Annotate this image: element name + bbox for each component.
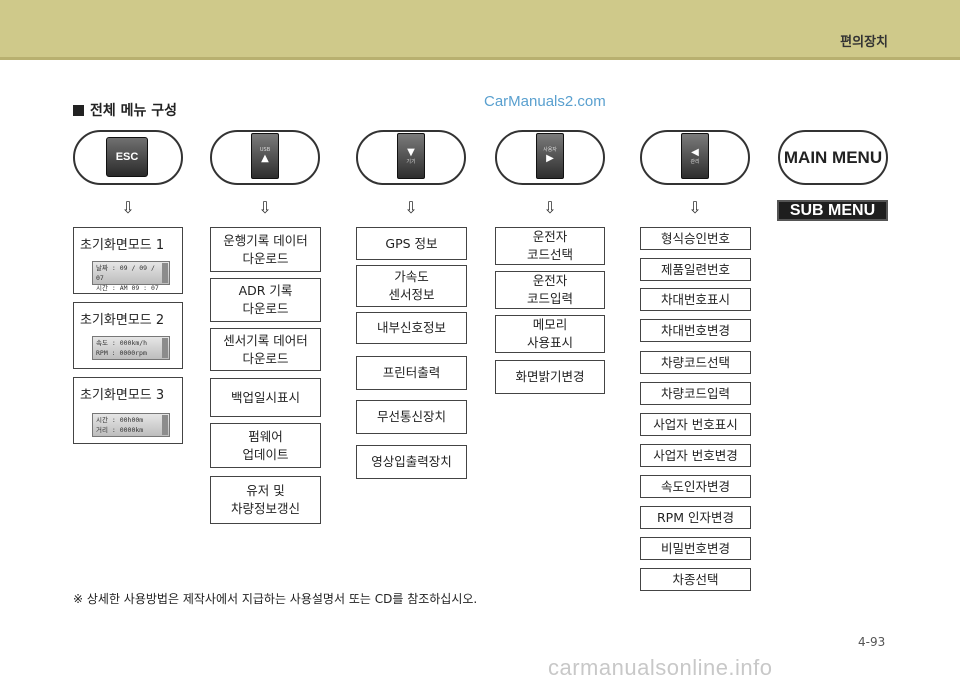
menu-item-printer-output[interactable]: 프린터출력 xyxy=(356,356,467,390)
mode-label: 초기화면모드 2 xyxy=(80,313,165,328)
menu-item-gps-info[interactable]: GPS 정보 xyxy=(356,227,467,260)
main-menu-button[interactable]: MAIN MENU xyxy=(778,130,888,185)
lcd-display: 속도 : 000km/h RPM : 0000rpm xyxy=(92,336,170,360)
esc-button[interactable]: ESC xyxy=(106,137,148,177)
down-flow-arrow-icon: ⇩ xyxy=(258,198,272,217)
left-arrow-icon: ◀ xyxy=(691,147,699,158)
sub-menu-button[interactable]: SUB MENU xyxy=(777,200,888,221)
section-title-text: 전체 메뉴 구성 xyxy=(90,103,178,119)
initial-screen-mode-2[interactable]: 초기화면모드 2 속도 : 000km/h RPM : 0000rpm xyxy=(73,302,183,369)
menu-item-brightness[interactable]: 화면밝기변경 xyxy=(495,360,605,394)
menu-item-backup-time[interactable]: 백업일시표시 xyxy=(210,378,321,417)
right-arrow-icon: ▶ xyxy=(546,153,554,164)
down-flow-arrow-icon: ⇩ xyxy=(543,198,557,217)
mode-label: 초기화면모드 3 xyxy=(80,388,165,403)
lcd-display: 시간 : 00h00m 거리 : 0000km xyxy=(92,413,170,437)
down-arrow-icon: ▼ xyxy=(407,147,415,158)
page-header-title: 편의장치 xyxy=(840,35,888,50)
menu-item-type-approval-number[interactable]: 형식승인번호 xyxy=(640,227,751,250)
menu-item-vin-change[interactable]: 차대번호변경 xyxy=(640,319,751,342)
up-button[interactable]: USB ▲ xyxy=(251,133,279,179)
header-rule xyxy=(0,57,960,60)
left-button[interactable]: ◀ 관리 xyxy=(681,133,709,179)
down-flow-arrow-icon: ⇩ xyxy=(121,198,135,217)
right-button[interactable]: 사용자 ▶ xyxy=(536,133,564,179)
manage-label: 관리 xyxy=(690,159,700,165)
down-flow-arrow-icon: ⇩ xyxy=(404,198,418,217)
initial-screen-mode-1[interactable]: 초기화면모드 1 날짜 : 09 / 09 / 07 시간 : AM 09 : … xyxy=(73,227,183,294)
mode-label: 초기화면모드 1 xyxy=(80,238,165,253)
footnote: ※ 상세한 사용방법은 제작사에서 지급하는 사용설명서 또는 CD를 참조하십… xyxy=(73,592,478,606)
up-arrow-icon: ▲ xyxy=(261,153,269,164)
watermark-top: CarManuals2.com xyxy=(484,93,606,110)
initial-screen-mode-3[interactable]: 초기화면모드 3 시간 : 00h00m 거리 : 0000km xyxy=(73,377,183,444)
menu-item-internal-signal-info[interactable]: 내부신호정보 xyxy=(356,312,467,344)
menu-item-video-io-device[interactable]: 영상입출력장치 xyxy=(356,445,467,479)
menu-item-vin-display[interactable]: 차대번호표시 xyxy=(640,288,751,311)
menu-item-password-change[interactable]: 비밀번호변경 xyxy=(640,537,751,560)
watermark-bottom: carmanualsonline.info xyxy=(548,655,773,680)
square-bullet-icon xyxy=(73,105,84,116)
menu-item-wireless-device[interactable]: 무선통신장치 xyxy=(356,400,467,434)
menu-item-speed-factor-change[interactable]: 속도인자변경 xyxy=(640,475,751,498)
user-label: 사용자 xyxy=(543,147,557,153)
header-band xyxy=(0,0,960,57)
menu-item-rpm-factor-change[interactable]: RPM 인자변경 xyxy=(640,506,751,529)
menu-item-vehicle-type-select[interactable]: 차종선택 xyxy=(640,568,751,591)
device-label: 기기 xyxy=(406,159,416,165)
menu-item-business-number-change[interactable]: 사업자 번호변경 xyxy=(640,444,751,467)
down-flow-arrow-icon: ⇩ xyxy=(688,198,702,217)
page-number: 4-93 xyxy=(858,635,886,649)
menu-item-vehicle-code-input[interactable]: 차량코드입력 xyxy=(640,382,751,405)
usb-label: USB xyxy=(259,147,271,153)
menu-item-vehicle-code-select[interactable]: 차량코드선택 xyxy=(640,351,751,374)
section-title: 전체 메뉴 구성 xyxy=(73,100,177,120)
menu-item-business-number-display[interactable]: 사업자 번호표시 xyxy=(640,413,751,436)
down-button[interactable]: ▼ 기기 xyxy=(397,133,425,179)
lcd-display: 날짜 : 09 / 09 / 07 시간 : AM 09 : 07 xyxy=(92,261,170,292)
menu-item-serial-number[interactable]: 제품일련번호 xyxy=(640,258,751,281)
